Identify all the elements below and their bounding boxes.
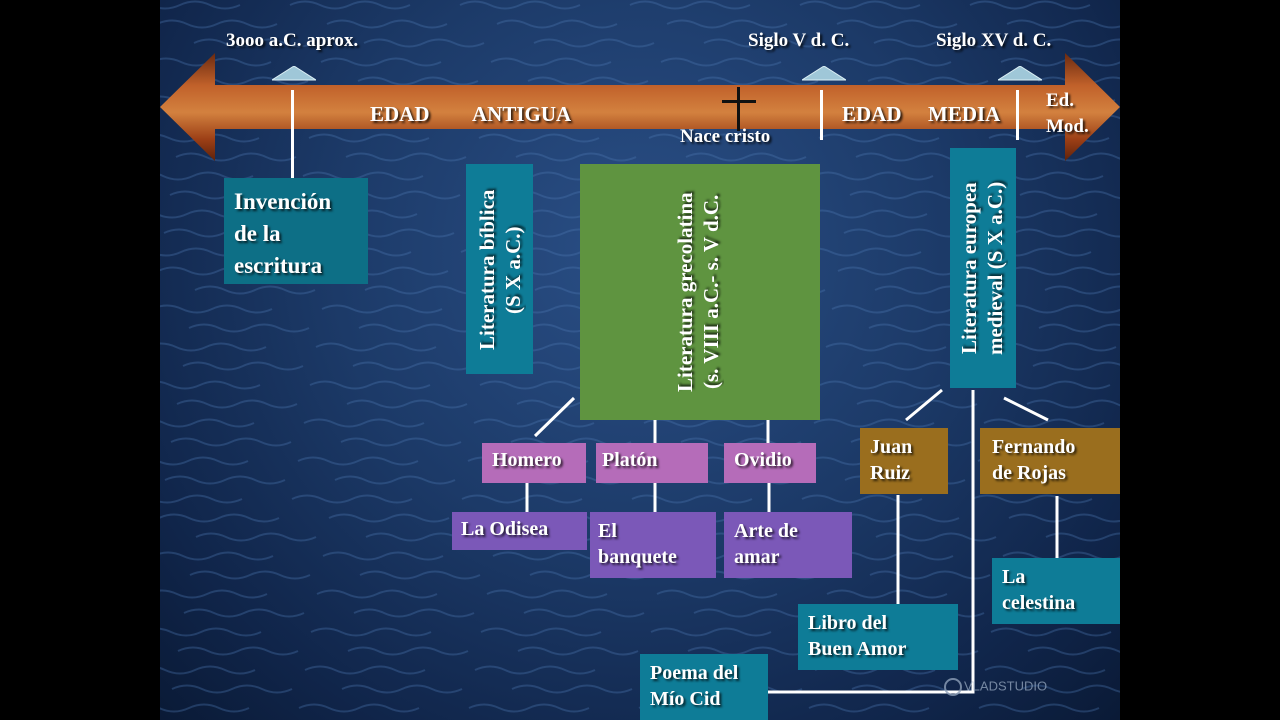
era-label-ed-mod-2: Mod. [1046, 116, 1089, 137]
watermark-logo-icon [944, 678, 962, 696]
cross-horizontal [722, 100, 756, 103]
invencion-escritura-box: Invención de la escritura [224, 178, 368, 284]
work-libro-buen-amor: Libro del Buen Amor [798, 604, 958, 670]
connectors [525, 388, 1059, 694]
era-label-edad-media-1: EDAD [842, 102, 902, 126]
literatura-europea-box [950, 148, 1016, 388]
date-label-start: 3ooo a.C. aprox. [226, 30, 359, 51]
timeline-arrow [160, 53, 1120, 161]
author-platon: Platón [596, 443, 708, 483]
era-label-edad-antigua-2: ANTIGUA [472, 102, 572, 126]
cross-vertical [737, 87, 740, 131]
literatura-grecolatina-box [580, 164, 820, 420]
work-arte-de-amar: Arte de amar [724, 512, 852, 578]
work-la-odisea: La Odisea [452, 512, 587, 550]
date-marker-start [272, 66, 316, 81]
date-label-siglo-v: Siglo V d. C. [748, 30, 850, 51]
connector-invencion [291, 90, 294, 182]
author-ovidio: Ovidio [724, 443, 816, 483]
divider-siglo-v [820, 90, 823, 140]
work-la-celestina: La celestina [992, 558, 1120, 624]
slide: 3ooo a.C. aprox. Siglo V d. C. Siglo XV … [160, 0, 1120, 720]
author-juan-ruiz: Juan Ruiz [860, 428, 948, 494]
nace-cristo-label: Nace cristo [680, 126, 771, 147]
date-marker-siglo-v [802, 66, 846, 81]
watermark: VLADSTUDIO [944, 678, 1047, 696]
era-label-ed-mod-1: Ed. [1046, 90, 1074, 111]
author-homero: Homero [482, 443, 586, 483]
date-label-siglo-xv: Siglo XV d. C. [936, 30, 1052, 51]
literatura-biblica-box [466, 164, 533, 374]
date-marker-siglo-xv [998, 66, 1042, 81]
divider-siglo-xv [1016, 90, 1019, 140]
era-label-edad-antigua-1: EDAD [370, 102, 430, 126]
era-label-edad-media-2: MEDIA [928, 102, 1001, 126]
author-fernando-rojas: Fernando de Rojas [980, 428, 1120, 494]
work-poema-mio-cid: Poema del Mío Cid [640, 654, 768, 720]
work-el-banquete: El banquete [590, 512, 716, 578]
